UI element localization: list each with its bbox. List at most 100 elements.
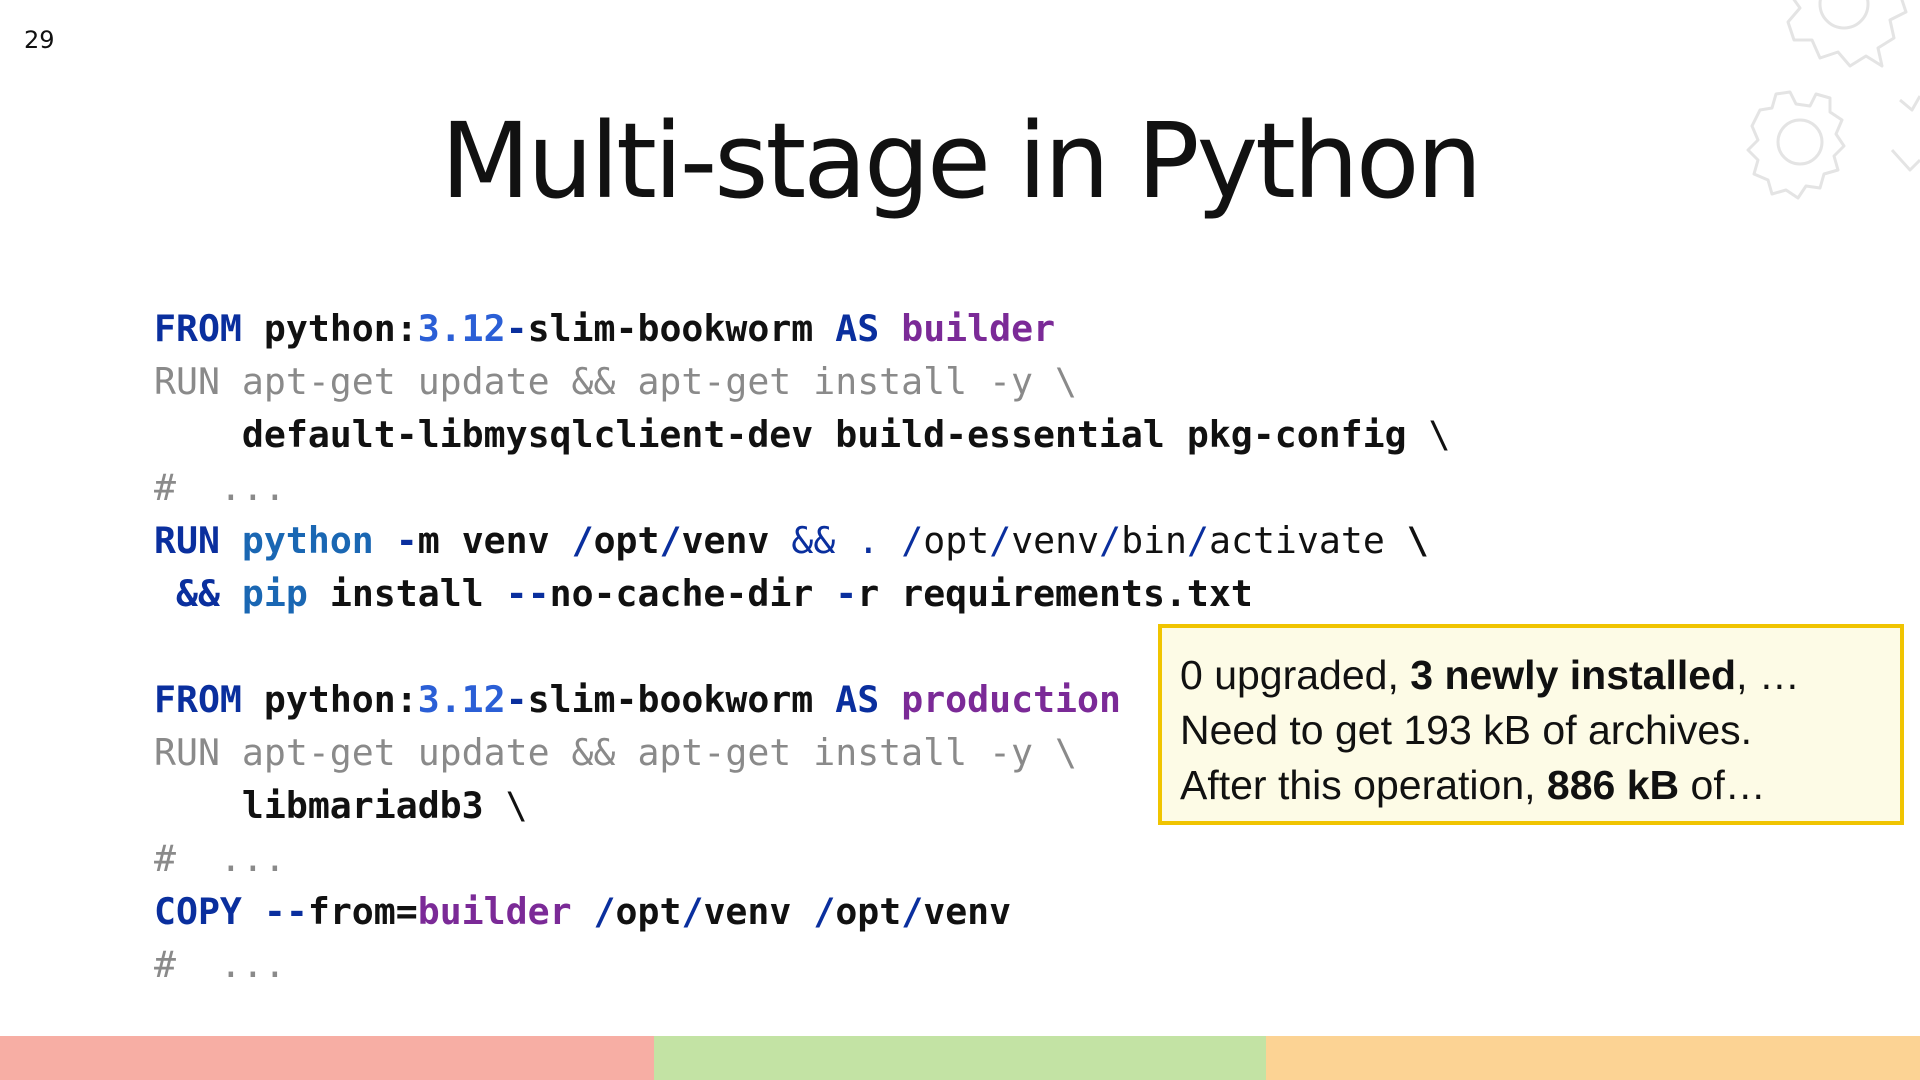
code-token: builder — [901, 307, 1056, 350]
callout-text: of… — [1679, 762, 1766, 808]
slide-number: 29 — [24, 26, 55, 54]
code-line: # ... — [154, 832, 1451, 885]
code-token: venv — [681, 519, 770, 562]
code-line: FROM python:3.12-slim-bookworm AS builde… — [154, 302, 1451, 355]
footer-color-bars — [0, 1036, 1920, 1080]
callout-line-2: Need to get 193 kB of archives. — [1180, 707, 1753, 753]
code-token — [572, 890, 594, 933]
code-token — [879, 678, 901, 721]
gear-icon — [1746, 0, 1920, 200]
code-token: AS — [835, 678, 880, 721]
callout-text: 0 upgraded, — [1180, 652, 1411, 698]
code-token: / — [901, 519, 924, 562]
code-line: # ... — [154, 461, 1451, 514]
code-token: \ — [483, 784, 528, 827]
code-token: venv — [923, 890, 1012, 933]
code-token — [813, 572, 835, 615]
code-token: / — [1187, 519, 1209, 562]
code-line: RUN apt-get update && apt-get install -y… — [154, 355, 1451, 408]
code-token: # ... — [154, 466, 286, 509]
code-line: FROM python:3.12-slim-bookworm AS produc… — [154, 673, 1451, 726]
code-token — [220, 572, 242, 615]
footer-bar-green — [654, 1036, 1266, 1080]
callout-text: After this operation, — [1180, 762, 1547, 808]
footer-bar-orange — [1266, 1036, 1920, 1080]
dockerfile-code-block: FROM python:3.12-slim-bookworm AS builde… — [154, 302, 1451, 991]
code-token — [374, 519, 396, 562]
code-token — [813, 307, 835, 350]
code-token: from= — [307, 890, 418, 933]
code-token — [220, 519, 242, 562]
code-token — [813, 678, 835, 721]
code-token: opt — [593, 519, 660, 562]
code-token: -- — [505, 572, 550, 615]
code-token: / — [593, 890, 616, 933]
code-token — [879, 519, 901, 562]
code-token: libmariadb3 — [241, 784, 484, 827]
code-token: RUN — [154, 519, 220, 562]
code-token: / — [681, 890, 704, 933]
code-token: slim-bookworm — [527, 307, 814, 350]
callout-bold-text: 3 newly installed — [1410, 652, 1737, 698]
code-token: FROM — [154, 678, 242, 721]
code-token: bin — [1121, 519, 1188, 562]
code-token — [242, 307, 264, 350]
code-token: venv — [1011, 519, 1100, 562]
code-line: libmariadb3 \ — [154, 779, 1451, 832]
callout-line-1: 0 upgraded, 3 newly installed, … — [1180, 648, 1882, 703]
code-token: - — [505, 307, 528, 350]
code-token: FROM — [154, 307, 242, 350]
code-token: / — [813, 890, 836, 933]
code-token — [879, 307, 901, 350]
code-token — [308, 572, 330, 615]
code-token: COPY — [154, 890, 242, 933]
code-line: COPY --from=builder /opt/venv /opt/venv — [154, 885, 1451, 938]
code-token — [242, 890, 264, 933]
code-token: - — [505, 678, 528, 721]
code-token: default-libmysqlclient-dev build-essenti… — [241, 413, 1407, 456]
code-token: - — [395, 519, 418, 562]
code-token: / — [1099, 519, 1122, 562]
code-token: python — [241, 519, 374, 562]
code-token: venv — [703, 890, 792, 933]
code-token: / — [571, 519, 594, 562]
code-token: no-cache-dir — [549, 572, 814, 615]
code-token: opt — [615, 890, 682, 933]
code-token — [154, 413, 242, 456]
code-token: 3.12 — [417, 307, 506, 350]
code-token: / — [901, 890, 924, 933]
code-token: python: — [263, 678, 418, 721]
callout-line-3: After this operation, 886 kB of… — [1180, 758, 1882, 813]
code-line: && pip install --no-cache-dir -r require… — [154, 567, 1451, 620]
code-line: RUN python -m venv /opt/venv && . /opt/v… — [154, 514, 1451, 567]
code-line: RUN apt-get update && apt-get install -y… — [154, 726, 1451, 779]
code-line: default-libmysqlclient-dev build-essenti… — [154, 408, 1451, 461]
code-token — [769, 519, 791, 562]
code-token: - — [835, 572, 858, 615]
callout-bold-text: 886 kB — [1546, 762, 1680, 808]
code-token: m venv — [417, 519, 550, 562]
code-token: / — [989, 519, 1012, 562]
code-token — [154, 572, 176, 615]
code-token: install — [329, 572, 484, 615]
code-token: \ — [1406, 519, 1429, 562]
code-token: activate — [1209, 519, 1407, 562]
code-token — [154, 625, 176, 668]
code-token — [154, 784, 242, 827]
code-token: python: — [263, 307, 418, 350]
code-token: slim-bookworm — [527, 678, 814, 721]
code-token: pip — [241, 572, 308, 615]
footer-bar-red — [0, 1036, 654, 1080]
code-token — [791, 890, 813, 933]
callout-text: , … — [1736, 652, 1800, 698]
code-token: # ... — [154, 837, 286, 880]
code-token: opt — [923, 519, 990, 562]
code-token: -- — [263, 890, 308, 933]
code-token: builder — [417, 890, 572, 933]
code-token: && — [175, 572, 220, 615]
code-token — [550, 519, 572, 562]
code-token: 3.12 — [417, 678, 506, 721]
code-token: && . — [791, 519, 880, 562]
code-token: \ — [1406, 413, 1451, 456]
code-token — [242, 678, 264, 721]
